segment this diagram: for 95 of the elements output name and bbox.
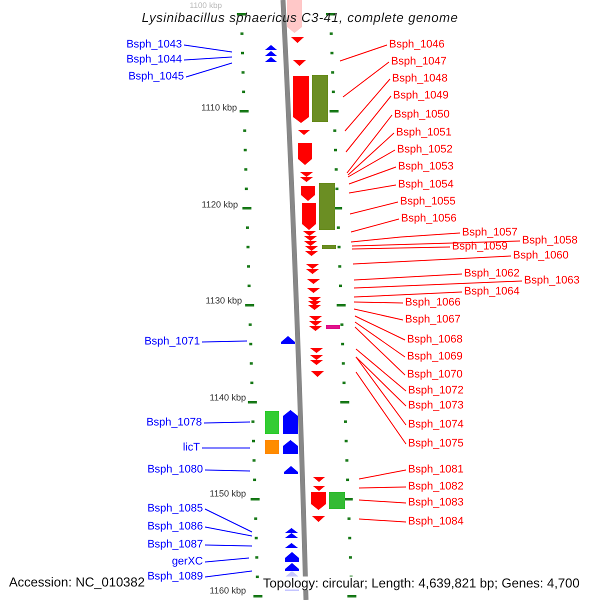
leader-line [204, 570, 252, 578]
scale-label: 1130 kbp [206, 296, 242, 306]
gene-label: Bsph_1084 [408, 516, 464, 528]
gene-label: Bsph_1085 [147, 504, 203, 514]
gene-label: Bsph_1045 [128, 72, 184, 82]
gene-label: Bsph_1081 [408, 464, 464, 476]
gene-label: Bsph_1056 [401, 214, 457, 224]
gene-label: Bsph_1072 [408, 386, 464, 396]
gene-label: Bsph_1082 [408, 482, 464, 492]
gene-label: Bsph_1075 [408, 438, 464, 450]
leader-line [352, 240, 520, 246]
scale-label: 1150 kbp [210, 490, 246, 498]
leader-line [204, 508, 252, 532]
gene-label: Bsph_1053 [398, 162, 454, 172]
gene-label: Bsph_1047 [391, 56, 447, 68]
gene-label: Bsph_1086 [147, 522, 203, 532]
leader-line [354, 322, 406, 358]
leader-line [356, 356, 406, 406]
leader-line [358, 486, 406, 488]
gene-label: licT [182, 442, 200, 454]
gene-label: gerXC [172, 556, 203, 568]
gene-label: Bsph_1058 [522, 236, 578, 246]
leader-line [356, 348, 406, 392]
leader-line [204, 470, 250, 472]
title: Lysinibacillus sphaericus C3-41, complete genome [140, 11, 460, 24]
leader-line [184, 44, 232, 52]
leader-line [356, 356, 406, 426]
gene-label: Bsph_1046 [389, 40, 445, 50]
gene-label: Bsph_1066 [405, 298, 461, 308]
leader-line [354, 292, 462, 298]
leader-line [186, 62, 232, 78]
scale-label: 1160 kbp [210, 586, 246, 596]
gene-label: Bsph_1055 [400, 196, 456, 208]
leader-line [204, 526, 252, 536]
gene-label: Bsph_1068 [407, 334, 463, 346]
leader-line [350, 218, 400, 232]
gene-label: Bsph_1064 [464, 286, 520, 298]
leader-line [346, 96, 392, 152]
gene-label: Bsph_1078 [146, 418, 202, 428]
leader-line [358, 470, 406, 480]
gene-label: Bsph_1070 [407, 370, 463, 380]
gene-label: Bsph_1050 [394, 110, 450, 120]
leader-line [354, 274, 462, 280]
leader-line [354, 280, 522, 288]
gene-label: Bsph_1048 [392, 74, 448, 84]
leader-line [204, 544, 252, 546]
gene-label: Bsph_1083 [408, 498, 464, 508]
leader-line [204, 422, 250, 424]
gene-label: Bsph_1062 [464, 268, 520, 280]
scale-label: 1100 kbp [190, 2, 222, 10]
gene-label: Bsph_1057 [462, 228, 518, 238]
gene-label: Bsph_1087 [147, 540, 203, 550]
gene-label: Bsph_1063 [524, 276, 580, 286]
gene-label: Bsph_1067 [405, 314, 461, 326]
leader-line [342, 62, 390, 98]
leader-line [350, 202, 398, 214]
footer-note: Accession: NC_010382 [8, 576, 146, 588]
gene-label: Bsph_1051 [396, 128, 452, 138]
leader-line [354, 302, 404, 304]
gene-label: Bsph_1089 [147, 572, 203, 582]
scale-label: 1140 kbp [210, 394, 246, 402]
leader-line [204, 558, 250, 562]
scale-label: 1120 kbp [202, 200, 238, 210]
leader-line [354, 326, 406, 376]
leader-line [202, 340, 248, 342]
leader-line [358, 518, 406, 522]
gene-label: Bsph_1074 [408, 420, 464, 430]
gene-label: Bsph_1080 [147, 464, 203, 476]
leader-line [348, 184, 396, 194]
leader-line [352, 256, 512, 264]
gene-label: Bsph_1044 [126, 54, 182, 66]
leader-line [348, 150, 396, 178]
leader-line [354, 316, 406, 340]
gene-label: Bsph_1059 [452, 242, 508, 252]
gene-label: Bsph_1071 [144, 336, 200, 348]
leader-line [344, 78, 390, 132]
leader-line [346, 114, 392, 174]
leader-line [356, 372, 406, 444]
leader-line [352, 246, 450, 250]
leader-line [184, 56, 232, 60]
gene-label: Bsph_1043 [126, 40, 182, 50]
leader-line [348, 166, 396, 184]
leader-line [354, 308, 404, 320]
gene-label: Bsph_1054 [398, 180, 454, 190]
gene-label: Bsph_1073 [408, 400, 464, 412]
gene-label: Bsph_1049 [393, 90, 449, 102]
gene-label: Bsph_1060 [513, 250, 569, 262]
leader-line [358, 500, 406, 504]
leader-line [348, 132, 394, 176]
gene-label: Bsph_1052 [397, 144, 453, 156]
scale-label: 1110 kbp [201, 104, 237, 112]
gene-label: Bsph_1069 [407, 352, 463, 362]
footer-note: Topology: circular; Length: 4,639,821 bp; Genes: 4,700 [262, 576, 581, 590]
leader-line [340, 44, 388, 62]
leader-line [350, 232, 460, 242]
